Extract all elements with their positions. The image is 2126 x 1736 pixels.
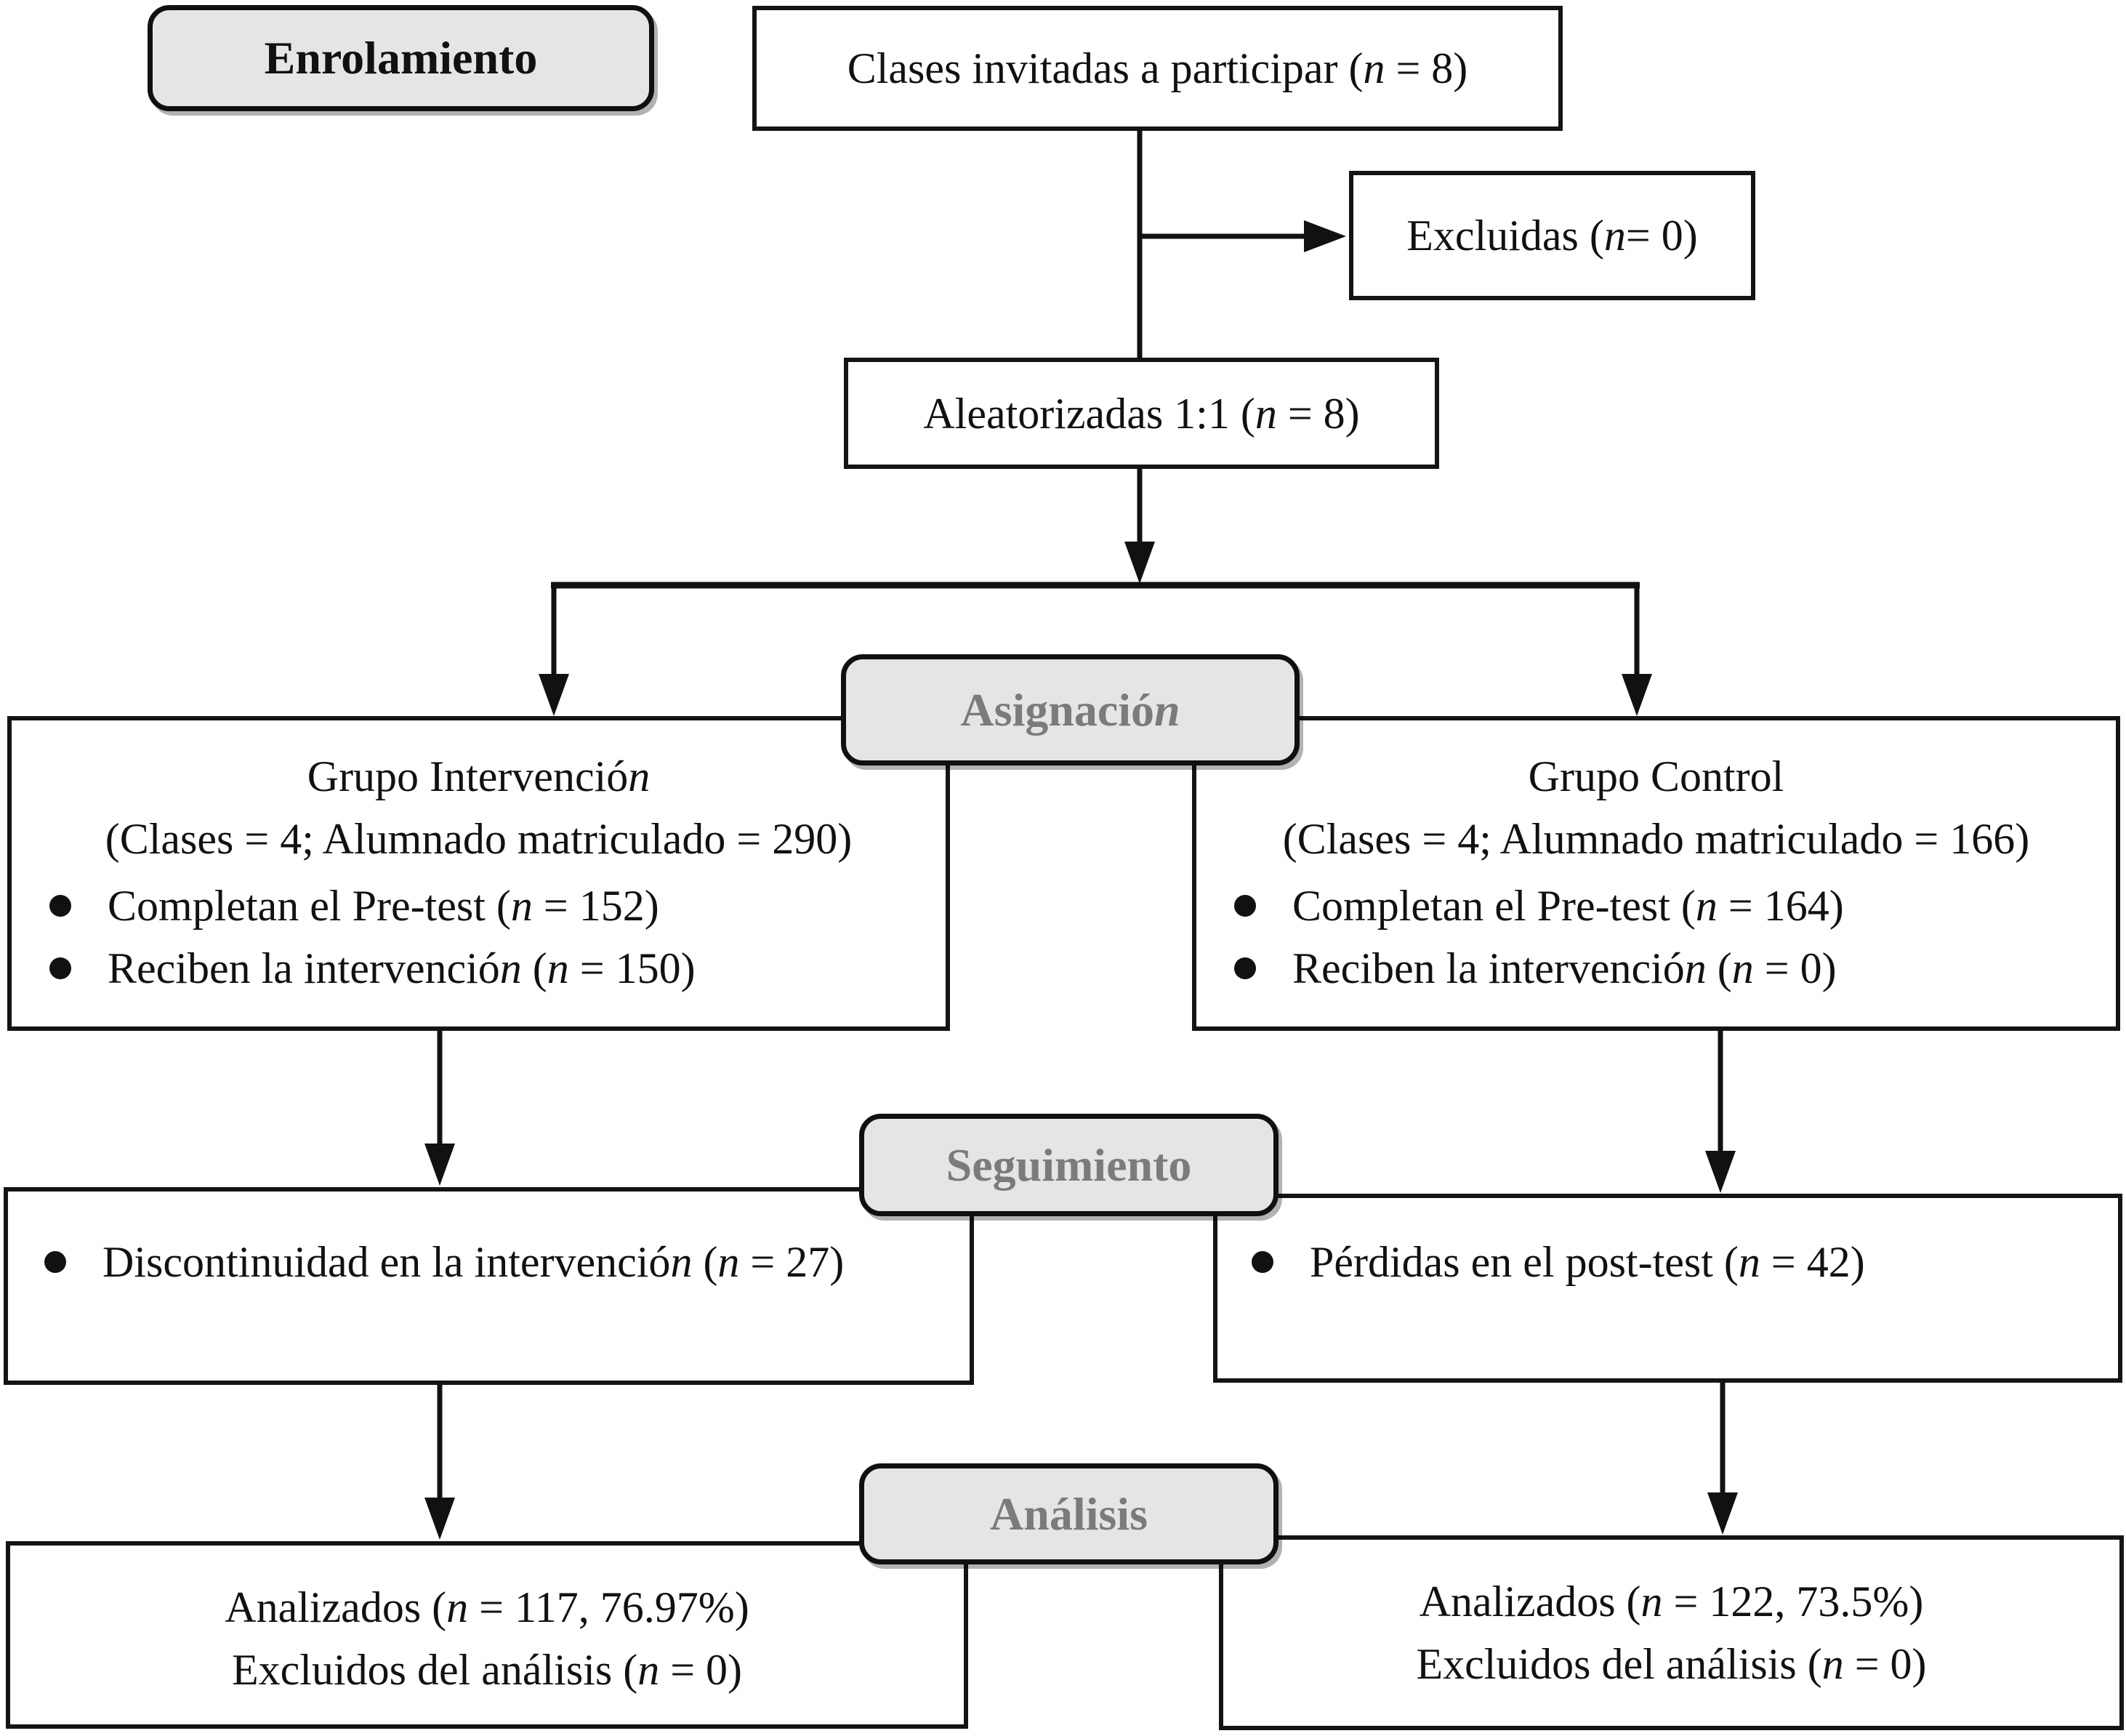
grupo-intervencion-subtitle: (Clases = 4; Alumnado matriculado = 290)	[105, 815, 853, 863]
box-aleatorizadas: Aleatorizadas 1:1 (n = 8)	[844, 358, 1439, 469]
box-seguimiento-intervencion: Discontinuidad en la intervención (n = 2…	[4, 1187, 974, 1385]
stage-label-seguimiento-text: Seguimiento	[946, 1138, 1192, 1191]
seguimiento-intervencion-text: Discontinuidad en la intervención (n = 2…	[102, 1238, 845, 1286]
stage-label-asignacion: Asignación	[841, 654, 1300, 765]
seguimiento-control-text: Pérdidas en el post-test (n = 42)	[1310, 1238, 1865, 1286]
arrowhead-intervention	[539, 674, 569, 716]
bullet-icon	[1252, 1251, 1273, 1273]
stage-label-seguimiento: Seguimiento	[859, 1114, 1279, 1216]
grupo-control-bullet-2-text: Reciben la intervención (n = 0)	[1292, 944, 1837, 992]
analisis-intervencion-line-1: Analizados (n = 117, 76.97%)	[225, 1583, 749, 1631]
arrowhead-split	[1124, 542, 1155, 584]
grupo-control-bullet-1: Completan el Pre-test (n = 164)	[1196, 875, 2116, 937]
grupo-intervencion-bullet-1: Completan el Pre-test (n = 152)	[12, 875, 946, 937]
arrowhead-analysis-left	[424, 1498, 455, 1540]
box-analisis-intervencion: Analizados (n = 117, 76.97%) Excluidos d…	[6, 1541, 968, 1729]
grupo-control-title: Grupo Control	[1528, 752, 1784, 800]
stage-label-analisis: Análisis	[859, 1463, 1279, 1564]
seguimiento-intervencion-bullet: Discontinuidad en la intervención (n = 2…	[8, 1231, 970, 1293]
seguimiento-control-bullet: Pérdidas en el post-test (n = 42)	[1217, 1231, 2118, 1293]
grupo-control-bullet-1-text: Completan el Pre-test (n = 164)	[1292, 882, 1844, 930]
box-clases-invitadas: Clases invitadas a participar (n = 8)	[752, 6, 1563, 131]
analisis-control-line-1: Analizados (n = 122, 73.5%)	[1419, 1578, 1924, 1626]
stage-label-enrolamiento-text: Enrolamiento	[264, 32, 538, 84]
bullet-icon	[44, 1251, 66, 1273]
arrowhead-excluded	[1304, 220, 1346, 252]
grupo-intervencion-title: Grupo Intervención	[307, 752, 651, 800]
arrowhead-control	[1622, 674, 1652, 716]
bullet-icon	[49, 895, 71, 917]
analisis-control-line-2: Excluidos del análisis (n = 0)	[1416, 1640, 1927, 1688]
grupo-control-bullet-2: Reciben la intervención (n = 0)	[1196, 937, 2116, 1000]
bullet-icon	[1234, 895, 1256, 917]
arrowhead-analysis-right	[1707, 1492, 1738, 1535]
stage-label-analisis-text: Análisis	[990, 1487, 1148, 1540]
stage-label-asignacion-text: Asignación	[960, 683, 1180, 736]
bullet-icon	[49, 957, 71, 979]
arrowhead-followup-right	[1705, 1151, 1736, 1193]
aleatorizadas-text: Aleatorizadas 1:1 (n = 8)	[923, 389, 1360, 438]
clases-invitadas-text: Clases invitadas a participar (n = 8)	[847, 44, 1468, 92]
arrowhead-followup-left	[424, 1144, 455, 1186]
box-seguimiento-control: Pérdidas en el post-test (n = 42)	[1213, 1194, 2122, 1383]
grupo-intervencion-bullet-1-text: Completan el Pre-test (n = 152)	[108, 882, 659, 930]
stage-label-enrolamiento: Enrolamiento	[148, 5, 654, 111]
box-grupo-control: Grupo Control (Clases = 4; Alumnado matr…	[1192, 716, 2120, 1031]
box-excluidas: Excluidas (n= 0)	[1349, 171, 1755, 300]
excluidas-text: Excluidas (n= 0)	[1406, 212, 1698, 260]
grupo-control-subtitle: (Clases = 4; Alumnado matriculado = 166)	[1282, 815, 2030, 863]
grupo-intervencion-bullet-2: Reciben la intervención (n = 150)	[12, 937, 946, 1000]
grupo-intervencion-bullet-2-text: Reciben la intervención (n = 150)	[108, 944, 696, 992]
bullet-icon	[1234, 957, 1256, 979]
box-analisis-control: Analizados (n = 122, 73.5%) Excluidos de…	[1219, 1535, 2124, 1730]
analisis-intervencion-line-2: Excluidos del análisis (n = 0)	[231, 1646, 743, 1694]
box-grupo-intervencion: Grupo Intervención (Clases = 4; Alumnado…	[7, 716, 950, 1031]
